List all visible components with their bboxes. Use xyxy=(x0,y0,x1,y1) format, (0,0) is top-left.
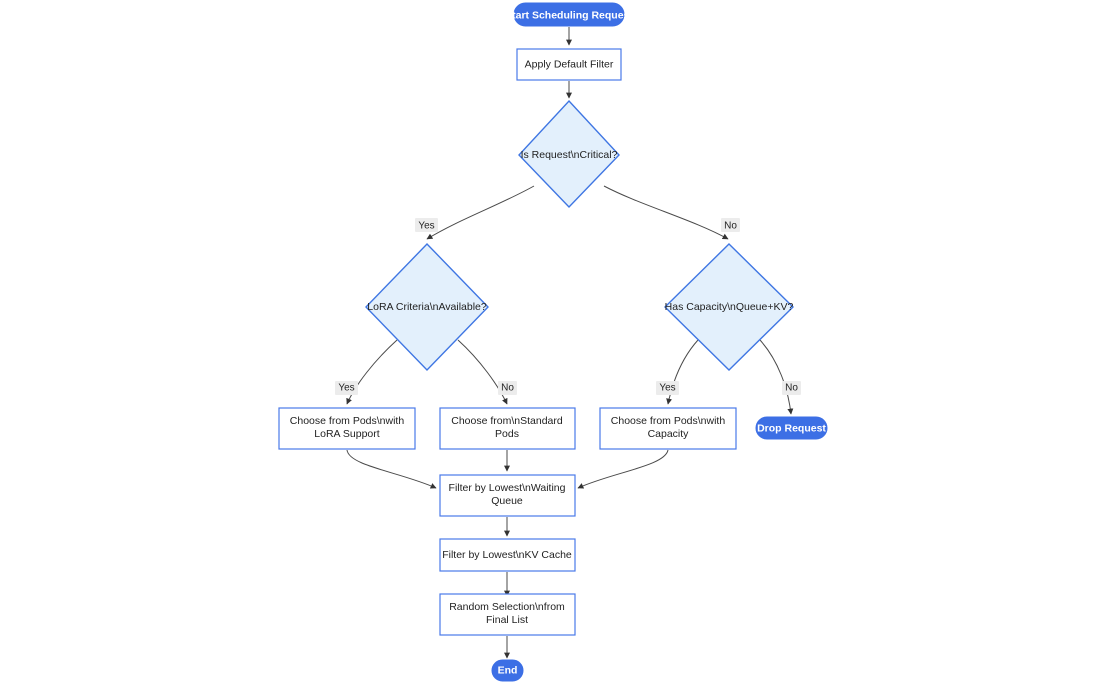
edge-label-text: Yes xyxy=(418,221,434,232)
edge-label-text: Yes xyxy=(338,383,354,394)
filter-waiting-queue-shape[interactable] xyxy=(439,474,576,517)
node-end[interactable]: End xyxy=(491,659,524,682)
random-selection-shape[interactable] xyxy=(439,593,576,636)
filter-waiting-queue-label-line2: Queue xyxy=(491,495,523,507)
edge-label-lora-no: No xyxy=(498,381,517,395)
node-filter-waiting-queue[interactable]: Filter by Lowest\nWaiting Queue xyxy=(439,474,576,517)
choose-capacity-pods-shape[interactable] xyxy=(599,407,737,450)
node-start[interactable]: Start Scheduling Request xyxy=(505,2,633,27)
filter-kv-cache-label: Filter by Lowest\nKV Cache xyxy=(442,549,572,561)
choose-capacity-pods-label-line1: Choose from Pods\nwith xyxy=(611,415,726,427)
edge-label-text: No xyxy=(501,383,514,394)
is-request-critical-label: Is Request\nCritical? xyxy=(521,149,618,161)
edge-lora-yes-to-choose-lora-pods xyxy=(346,339,398,405)
edge-lora-no-to-choose-standard-pods xyxy=(457,339,508,405)
has-capacity-label: Has Capacity\nQueue+KV? xyxy=(665,301,794,313)
drop-request-shape[interactable] xyxy=(755,416,828,440)
node-choose-standard-pods[interactable]: Choose from\nStandard Pods xyxy=(439,407,576,450)
choose-standard-pods-label-line1: Choose from\nStandard xyxy=(451,415,563,427)
has-capacity-shape[interactable] xyxy=(664,243,794,371)
lora-criteria-available-shape[interactable] xyxy=(365,242,489,372)
edge-label-text: Yes xyxy=(659,383,675,394)
node-choose-lora-pods[interactable]: Choose from Pods\nwith LoRA Support xyxy=(278,407,416,450)
edge-label-critical-yes: Yes xyxy=(415,218,438,232)
edge-choose-lora-pods-to-filter-waiting-queue xyxy=(346,449,437,489)
choose-lora-pods-label-line1: Choose from Pods\nwith xyxy=(290,415,405,427)
is-request-critical-shape[interactable] xyxy=(518,99,620,209)
node-drop-request[interactable]: Drop Request xyxy=(755,416,828,440)
drop-request-label: Drop Request xyxy=(757,422,826,434)
node-choose-capacity-pods[interactable]: Choose from Pods\nwith Capacity xyxy=(599,407,737,450)
edge-label-critical-no: No xyxy=(721,218,740,232)
edge-is-critical-no-to-has-capacity xyxy=(603,185,729,240)
filter-waiting-queue-label-line1: Filter by Lowest\nWaiting xyxy=(449,482,566,494)
edge-label-text: No xyxy=(724,221,737,232)
edge-is-critical-yes-to-lora-criteria xyxy=(426,185,535,240)
edge-label-lora-yes: Yes xyxy=(335,381,358,395)
end-node-label: End xyxy=(498,664,518,676)
random-selection-label-line1: Random Selection\nfrom xyxy=(449,601,565,613)
edge-label-text: No xyxy=(785,383,798,394)
edge-label-capacity-no: No xyxy=(782,381,801,395)
edge-layer xyxy=(346,27,794,659)
choose-lora-pods-label-line2: LoRA Support xyxy=(314,428,379,440)
edge-label-capacity-yes: Yes xyxy=(656,381,679,395)
node-apply-default-filter[interactable]: Apply Default Filter xyxy=(516,48,622,81)
node-is-request-critical[interactable]: Is Request\nCritical? xyxy=(518,99,620,209)
apply-default-filter-shape[interactable] xyxy=(516,48,622,81)
choose-standard-pods-label-line2: Pods xyxy=(495,428,519,440)
choose-lora-pods-shape[interactable] xyxy=(278,407,416,450)
edge-capacity-no-to-drop-request xyxy=(759,339,794,415)
choose-standard-pods-shape[interactable] xyxy=(439,407,576,450)
random-selection-label-line2: Final List xyxy=(486,614,528,626)
edge-capacity-yes-to-choose-capacity-pods xyxy=(666,339,699,405)
node-lora-criteria-available[interactable]: LoRA Criteria\nAvailable? xyxy=(365,242,489,372)
start-node-label: Start Scheduling Request xyxy=(505,9,633,21)
node-layer: Start Scheduling Request Apply Default F… xyxy=(278,2,828,682)
node-has-capacity[interactable]: Has Capacity\nQueue+KV? xyxy=(664,243,794,371)
edge-label-layer: Yes No Yes No Yes No xyxy=(335,218,801,395)
end-node-shape[interactable] xyxy=(491,659,524,682)
apply-default-filter-label: Apply Default Filter xyxy=(525,58,614,70)
node-filter-kv-cache[interactable]: Filter by Lowest\nKV Cache xyxy=(439,538,576,572)
node-random-selection[interactable]: Random Selection\nfrom Final List xyxy=(439,593,576,636)
edge-choose-capacity-pods-to-filter-waiting-queue xyxy=(577,449,669,489)
choose-capacity-pods-label-line2: Capacity xyxy=(648,428,690,440)
start-node-shape[interactable] xyxy=(513,2,625,27)
filter-kv-cache-shape[interactable] xyxy=(439,538,576,572)
lora-criteria-available-label: LoRA Criteria\nAvailable? xyxy=(367,301,487,313)
